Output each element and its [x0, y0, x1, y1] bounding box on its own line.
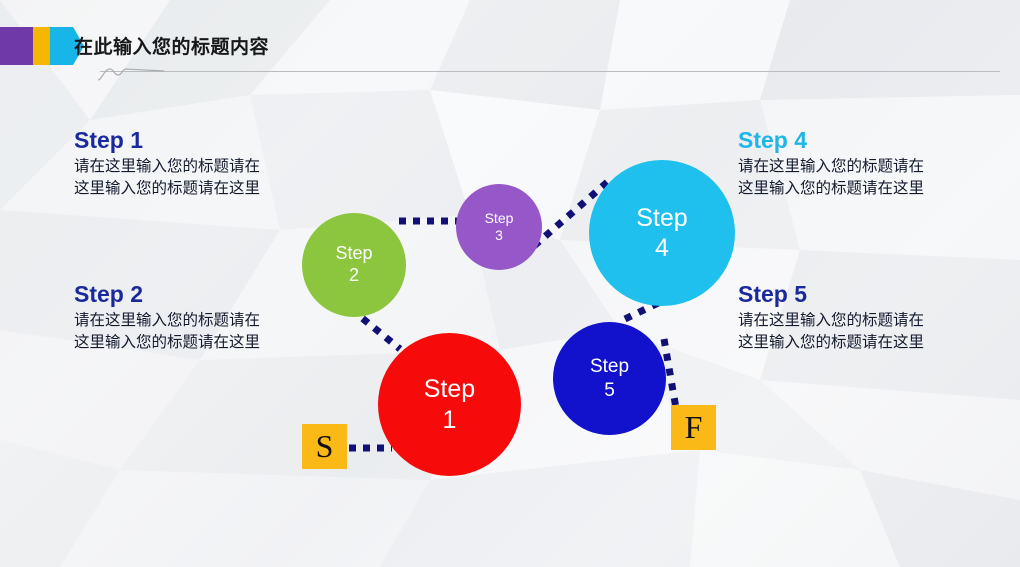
- step-node-1-number: 1: [442, 405, 457, 434]
- step-node-1-label: Step: [423, 375, 476, 403]
- step-node-5[interactable]: Step 5: [553, 322, 666, 435]
- text-block-step1-line2: 这里输入您的标题请在这里: [74, 180, 261, 198]
- text-block-step4-line2: 这里输入您的标题请在这里: [738, 180, 925, 198]
- text-block-step5: Step 5 请在这里输入您的标题请在 这里输入您的标题请在这里: [738, 281, 925, 354]
- header-squiggle-decoration: [97, 68, 165, 81]
- slide-header: 在此输入您的标题内容: [0, 0, 1020, 81]
- text-block-step2-line2: 这里输入您的标题请在这里: [74, 334, 261, 352]
- step-node-4-label: Step: [636, 203, 688, 232]
- header-divider-line: [100, 71, 1000, 72]
- text-block-step4-title: Step 4: [738, 127, 808, 153]
- step-node-2-number: 2: [348, 265, 359, 285]
- text-block-step2: Step 2 请在这里输入您的标题请在 这里输入您的标题请在这里: [74, 281, 261, 354]
- page-title: 在此输入您的标题内容: [74, 37, 270, 58]
- text-block-step1: Step 1 请在这里输入您的标题请在 这里输入您的标题请在这里: [74, 127, 261, 200]
- text-block-step2-line1: 请在这里输入您的标题请在: [74, 312, 261, 330]
- step-node-4-number: 4: [655, 234, 669, 262]
- start-marker[interactable]: S: [302, 424, 347, 469]
- step-node-5-number: 5: [604, 379, 615, 401]
- step-node-5-label: Step: [589, 356, 630, 378]
- text-block-step1-line1: 请在这里输入您的标题请在: [74, 158, 261, 176]
- text-block-step5-line2: 这里输入您的标题请在这里: [738, 334, 925, 352]
- header-accent-yellow: [33, 27, 50, 65]
- text-block-step5-title: Step 5: [738, 281, 808, 307]
- finish-marker[interactable]: F: [671, 405, 716, 450]
- step-node-1[interactable]: Step 1: [378, 333, 521, 476]
- step-node-3[interactable]: Step 3: [456, 184, 542, 270]
- text-block-step1-title: Step 1: [74, 127, 144, 153]
- text-block-step5-line1: 请在这里输入您的标题请在: [738, 312, 925, 330]
- step-node-2[interactable]: Step 2: [302, 213, 406, 317]
- step-node-3-number: 3: [495, 227, 503, 243]
- header-accent-purple: [0, 27, 33, 65]
- step-node-4[interactable]: Step 4: [589, 160, 735, 306]
- text-block-step2-title: Step 2: [74, 281, 144, 307]
- text-block-step4-line1: 请在这里输入您的标题请在: [738, 158, 925, 176]
- step-node-3-label: Step: [484, 209, 514, 226]
- step-node-2-label: Step: [335, 243, 373, 264]
- text-block-step4: Step 4 请在这里输入您的标题请在 这里输入您的标题请在这里: [738, 127, 925, 200]
